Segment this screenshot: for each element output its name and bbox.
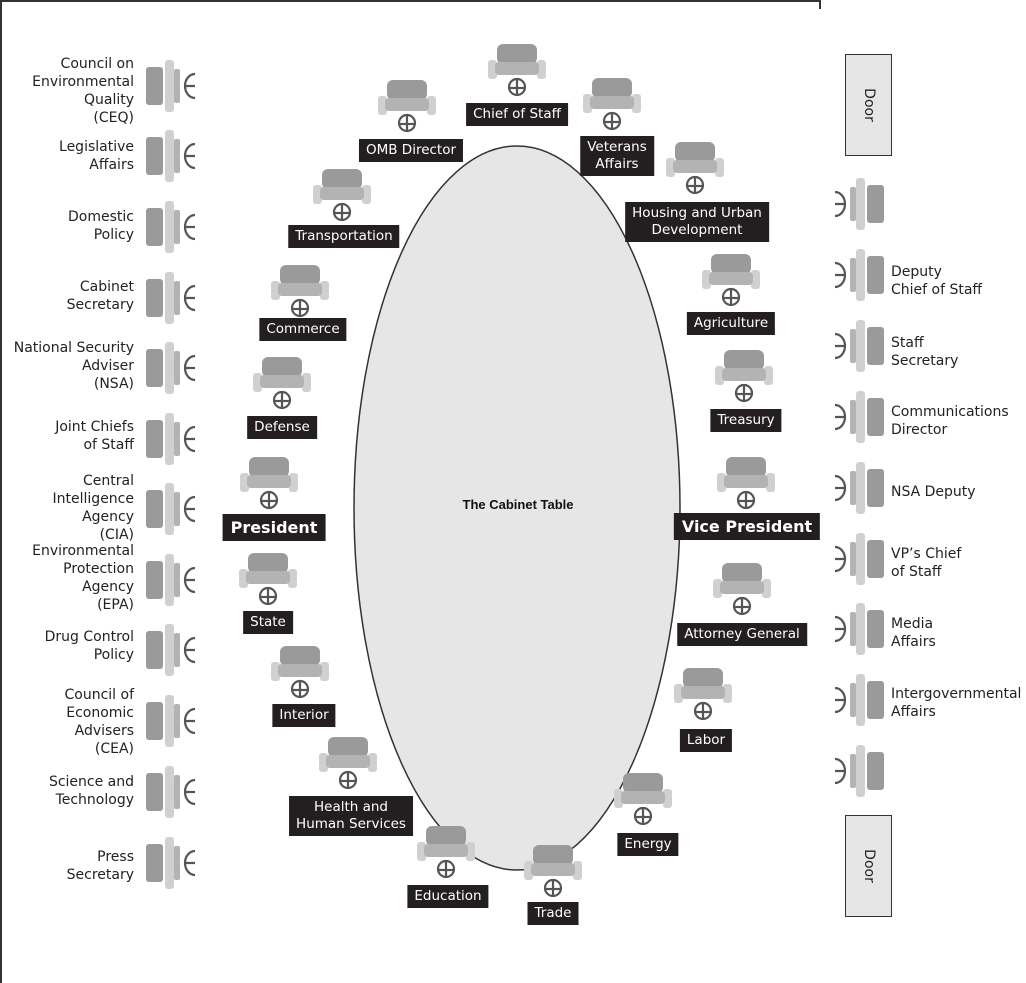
- wall-chair: [146, 483, 196, 535]
- right-seat-label: Deputy Chief of Staff: [891, 264, 983, 298]
- top-right-tick: [819, 0, 821, 9]
- wall-chair: [146, 130, 196, 182]
- table-chair: [378, 80, 436, 133]
- table-label: The Cabinet Table: [462, 497, 574, 512]
- table-chair: [583, 78, 641, 131]
- wall-chair: [834, 249, 884, 301]
- seat-tag-omb-director: OMB Director: [358, 139, 464, 162]
- table-chair: [524, 845, 582, 898]
- right-seat-label: Intergovernmental Affairs: [891, 686, 1022, 720]
- left-seat-label: Science and Technology: [48, 774, 134, 808]
- left-seat-label: Domestic Policy: [68, 209, 134, 243]
- table-chair: [614, 773, 672, 826]
- right-seat-label: Staff Secretary: [891, 335, 959, 369]
- wall-chair: [146, 342, 196, 394]
- wall-chair: [834, 603, 884, 655]
- left-seat-label: Environmental Protection Agency (EPA): [32, 543, 134, 613]
- left-seat-label: Central Intelligence Agency (CIA): [52, 473, 134, 543]
- wall-chair: [146, 695, 196, 747]
- wall-chair: [834, 320, 884, 372]
- wall-chair: [146, 837, 196, 889]
- wall-chair: [834, 674, 884, 726]
- seat-tag-labor: Labor: [679, 729, 733, 752]
- wall-chair: [834, 533, 884, 585]
- seat-tag-energy: Energy: [617, 833, 679, 856]
- table-chair: [702, 254, 760, 307]
- top-frame-border: [0, 0, 820, 2]
- table-chair: [240, 457, 298, 510]
- table-chair: [271, 265, 329, 318]
- door-bottom-label: Door: [860, 849, 877, 883]
- wall-chair: [146, 766, 196, 818]
- seat-tag-commerce: Commerce: [259, 318, 347, 341]
- table-chair: [715, 350, 773, 403]
- wall-chair: [834, 391, 884, 443]
- seat-tag-education: Education: [407, 885, 489, 908]
- wall-chair: [146, 272, 196, 324]
- seat-tag-agriculture: Agriculture: [686, 312, 776, 335]
- left-seat-label: Cabinet Secretary: [66, 279, 134, 313]
- table-chair: [488, 44, 546, 97]
- left-seat-label: National Security Adviser (NSA): [13, 340, 134, 392]
- table-chair: [717, 457, 775, 510]
- wall-chair: [834, 178, 884, 230]
- right-seat-label: Media Affairs: [891, 616, 936, 650]
- table-chair: [417, 826, 475, 879]
- seat-tag-health-human-services: Health and Human Services: [289, 796, 413, 836]
- left-seat-label: Council on Environmental Quality (CEQ): [32, 56, 134, 126]
- table-chair: [674, 668, 732, 721]
- seat-tag-transportation: Transportation: [288, 225, 400, 248]
- seat-tag-interior: Interior: [272, 704, 336, 727]
- seat-tag-housing-urban-development: Housing and Urban Development: [625, 202, 769, 242]
- wall-chair: [146, 60, 196, 112]
- table-chair: [713, 563, 771, 616]
- right-seat-label: Communications Director: [891, 404, 1009, 438]
- seat-tag-attorney-general: Attorney General: [677, 623, 807, 646]
- wall-chair: [834, 745, 884, 797]
- seat-tag-president: President: [222, 514, 326, 541]
- wall-chair: [146, 624, 196, 676]
- wall-chair: [834, 462, 884, 514]
- table-chair: [253, 357, 311, 410]
- door-bottom: Door: [845, 815, 892, 917]
- wall-chair: [146, 413, 196, 465]
- door-top-label: Door: [860, 88, 877, 122]
- wall-chair: [146, 554, 196, 606]
- seat-tag-trade: Trade: [527, 902, 579, 925]
- seat-tag-veterans-affairs: Veterans Affairs: [580, 136, 654, 176]
- table-chair: [239, 553, 297, 606]
- right-seat-label: NSA Deputy: [891, 484, 976, 500]
- seat-tag-defense: Defense: [247, 416, 317, 439]
- cabinet-table: [353, 145, 681, 871]
- seat-tag-vice-president: Vice President: [673, 513, 821, 540]
- table-chair: [313, 169, 371, 222]
- wall-chair: [146, 201, 196, 253]
- seat-tag-treasury: Treasury: [710, 409, 782, 432]
- seat-tag-chief-of-staff: Chief of Staff: [466, 103, 568, 126]
- left-seat-label: Press Secretary: [66, 849, 134, 883]
- left-seat-label: Drug Control Policy: [44, 629, 134, 663]
- table-chair: [271, 646, 329, 699]
- seat-tag-state: State: [243, 611, 293, 634]
- left-frame-border: [0, 0, 2, 983]
- right-seat-label: VP’s Chief of Staff: [891, 546, 962, 580]
- door-top: Door: [845, 54, 892, 156]
- left-seat-label: Joint Chiefs of Staff: [55, 419, 134, 453]
- left-seat-label: Legislative Affairs: [59, 139, 134, 173]
- table-chair: [666, 142, 724, 195]
- left-seat-label: Council of Economic Advisers (CEA): [64, 687, 134, 757]
- table-chair: [319, 737, 377, 790]
